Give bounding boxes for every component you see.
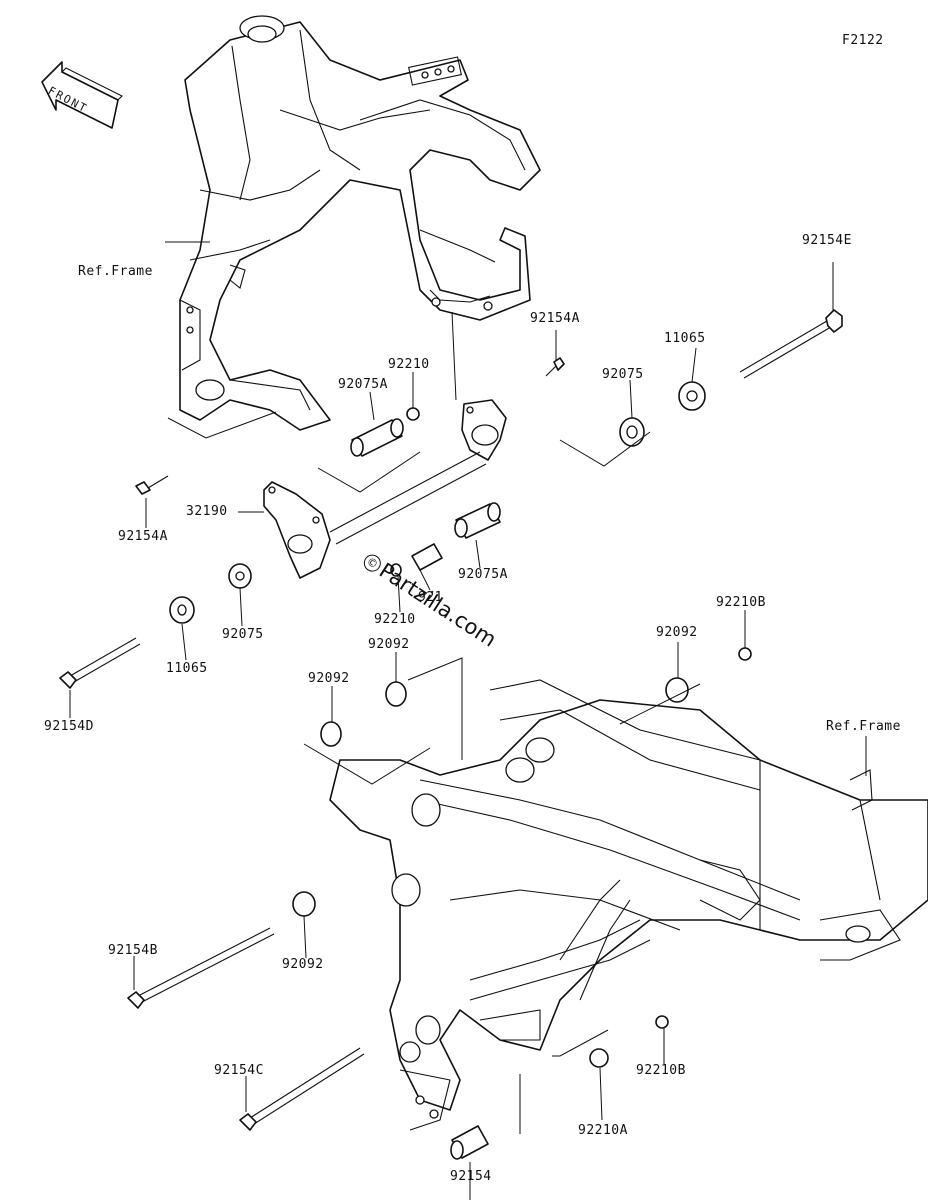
ref-frame-label-bottom: Ref.Frame <box>826 719 901 734</box>
callout-92154c: 92154C <box>214 1063 264 1078</box>
leader-lines <box>69 241 867 1200</box>
bolt-92154c-drawing <box>239 1047 365 1131</box>
callout-92210-mid: 92210 <box>374 612 416 627</box>
callout-92210b-bottom: 92210B <box>636 1063 686 1078</box>
callout-921-partial: 921 <box>418 590 443 605</box>
lower-frame-drawing <box>329 679 928 1131</box>
callout-92092-low: 92092 <box>282 957 324 972</box>
callout-92154b: 92154B <box>108 943 158 958</box>
diagram-code: F2122 <box>842 33 884 48</box>
nut-92210-top-drawing <box>406 407 420 421</box>
callout-92075a-right: 92075A <box>458 567 508 582</box>
bushing-92092-a-drawing <box>385 681 407 707</box>
collar-92154-drawing <box>450 1125 489 1160</box>
nut-92210a-drawing <box>589 1048 609 1068</box>
rubber-92075a-right-drawing <box>454 502 501 539</box>
callout-92154a-top: 92154A <box>530 311 580 326</box>
callout-92154d: 92154D <box>44 719 94 734</box>
bolt-92154a-top-drawing <box>545 357 565 377</box>
callout-92210b-top: 92210B <box>716 595 766 610</box>
callout-92154e: 92154E <box>802 233 852 248</box>
bolt-92154a-left-drawing <box>135 475 169 495</box>
bushing-92092-low-drawing <box>292 891 316 917</box>
callout-92092-b: 92092 <box>308 671 350 686</box>
bushing-92092-right-drawing <box>665 677 689 703</box>
callout-92075-left: 92075 <box>222 627 264 642</box>
callout-92092-a: 92092 <box>368 637 410 652</box>
bolt-92154e-drawing <box>739 309 843 379</box>
washer-11065-left-drawing <box>169 596 195 624</box>
callout-92075a-top: 92075A <box>338 377 388 392</box>
callout-92075-right: 92075 <box>602 367 644 382</box>
washer-11065-top-drawing <box>678 381 706 411</box>
callout-92210-top: 92210 <box>388 357 430 372</box>
bolt-92154d-drawing <box>59 637 141 689</box>
bushing-92092-b-drawing <box>320 721 342 747</box>
nut-92210b-bottom-drawing <box>655 1015 669 1029</box>
rubber-92075a-top-drawing <box>350 418 404 457</box>
collar-mid-drawing <box>390 543 443 577</box>
front-arrow-icon <box>41 61 123 129</box>
upper-frame-drawing <box>179 15 541 431</box>
callout-92092-right: 92092 <box>656 625 698 640</box>
callout-92154a-left: 92154A <box>118 529 168 544</box>
bushing-92075-right-drawing <box>619 417 645 447</box>
nut-92210b-top-drawing <box>738 647 752 661</box>
callout-11065-left: 11065 <box>166 661 208 676</box>
bolt-92154b-drawing <box>127 927 275 1009</box>
callout-92154: 92154 <box>450 1169 492 1184</box>
callout-32190: 32190 <box>186 504 228 519</box>
callout-11065-top: 11065 <box>664 331 706 346</box>
ref-frame-label-top: Ref.Frame <box>78 264 153 279</box>
callout-92210a: 92210A <box>578 1123 628 1138</box>
washer-92075-left-drawing <box>228 563 252 589</box>
mounting-plate-drawing <box>263 399 507 579</box>
